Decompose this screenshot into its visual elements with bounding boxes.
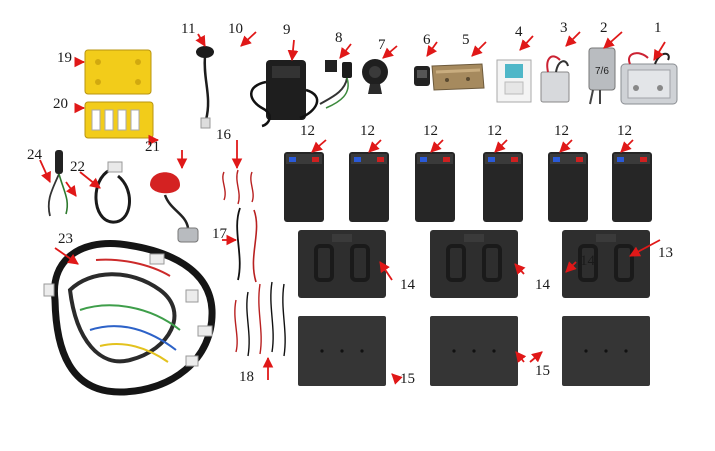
callout-15b: 15 xyxy=(535,363,550,379)
callout-arrow xyxy=(603,31,623,49)
fuse-holder-image xyxy=(47,150,69,217)
battery-lid-row xyxy=(298,316,650,386)
converter-image xyxy=(540,55,570,103)
callout-arrow xyxy=(515,351,527,363)
relay-image: 7/6 xyxy=(588,47,616,105)
charger-image xyxy=(250,60,319,128)
harness-loop-image xyxy=(94,161,131,224)
callout-12c: 12 xyxy=(423,123,438,139)
callout-arrow xyxy=(653,41,666,61)
callout-arrow xyxy=(287,39,299,62)
battery-row xyxy=(284,152,652,222)
callout-4: 4 xyxy=(515,24,523,40)
wiring-harness-image xyxy=(43,240,216,396)
callout-arrow xyxy=(311,139,327,153)
charge-port-image xyxy=(196,46,214,129)
callout-arrow xyxy=(620,139,634,153)
callout-arrow xyxy=(391,373,403,385)
red-terminal-image xyxy=(150,172,199,243)
battery-image xyxy=(349,152,389,222)
callout-arrow xyxy=(430,139,444,153)
callout-8: 8 xyxy=(335,30,343,46)
callout-arrow xyxy=(339,43,352,59)
callout-21: 21 xyxy=(145,139,160,155)
fuse-box-image xyxy=(84,49,152,95)
battery-image xyxy=(548,152,588,222)
callout-arrow xyxy=(629,239,661,257)
callout-15a: 15 xyxy=(400,371,415,387)
callout-1: 1 xyxy=(654,20,662,36)
battery-image xyxy=(415,152,455,222)
callout-7: 7 xyxy=(378,37,386,53)
controller-image xyxy=(620,52,678,105)
battery-tray-row xyxy=(298,230,650,298)
callout-arrow xyxy=(382,45,398,59)
battery-lid-image xyxy=(298,316,386,386)
callout-13: 13 xyxy=(658,245,673,261)
callout-19: 19 xyxy=(57,50,72,66)
bracket-image xyxy=(431,63,485,91)
battery-image xyxy=(483,152,523,222)
callout-3: 3 xyxy=(560,20,568,36)
callout-arrow xyxy=(426,41,438,57)
arrow-layer xyxy=(39,31,666,385)
battery-tray-image xyxy=(430,230,518,298)
breaker-image xyxy=(496,59,532,103)
callout-16: 16 xyxy=(216,127,231,143)
callout-arrow xyxy=(494,139,508,153)
black-wire-image xyxy=(236,207,258,283)
callout-14a: 14 xyxy=(400,277,415,293)
battery-lid-image xyxy=(562,316,650,386)
battery-image xyxy=(612,152,652,222)
callout-9: 9 xyxy=(283,22,291,38)
callout-24: 24 xyxy=(27,147,42,163)
callout-12d: 12 xyxy=(487,123,502,139)
callout-arrow xyxy=(565,31,581,47)
svg-text:7/6: 7/6 xyxy=(595,66,609,77)
callout-17: 17 xyxy=(212,226,227,242)
callout-arrow xyxy=(471,41,487,57)
callout-10: 10 xyxy=(228,21,243,37)
callout-arrow xyxy=(559,139,573,153)
horn-image xyxy=(362,59,388,94)
callout-5: 5 xyxy=(462,32,470,48)
callout-arrow xyxy=(39,159,51,183)
short-wires-image xyxy=(234,281,286,357)
callout-12f: 12 xyxy=(617,123,632,139)
callout-arrow xyxy=(195,33,206,47)
callout-arrow xyxy=(54,247,79,265)
callout-arrow xyxy=(529,351,543,363)
callout-14b: 14 xyxy=(535,277,550,293)
callout-12b: 12 xyxy=(360,123,375,139)
callout-14c: 14 xyxy=(580,253,595,269)
callout-arrow xyxy=(79,171,101,189)
callout-arrow xyxy=(519,35,534,51)
battery-image xyxy=(284,152,324,222)
callout-22: 22 xyxy=(70,159,85,175)
callout-6: 6 xyxy=(423,32,431,48)
callout-arrow xyxy=(379,261,393,281)
key-switch-image xyxy=(319,60,352,109)
battery-lid-image xyxy=(430,316,518,386)
callout-arrow xyxy=(240,31,257,47)
fuse-block-image xyxy=(84,101,154,139)
callout-12a: 12 xyxy=(300,123,315,139)
switch-image xyxy=(414,66,430,86)
battery-tray-image xyxy=(298,230,386,298)
callout-11: 11 xyxy=(181,21,196,37)
callout-20: 20 xyxy=(53,96,68,112)
battery-tray-image xyxy=(562,230,650,298)
callout-2: 2 xyxy=(600,20,608,36)
callout-arrow xyxy=(368,139,382,153)
red-wire-image xyxy=(222,169,254,205)
callout-arrow xyxy=(514,263,526,275)
callout-arrow xyxy=(65,181,77,197)
callout-18: 18 xyxy=(239,369,254,385)
callout-arrow xyxy=(565,261,577,273)
callout-23: 23 xyxy=(58,231,73,247)
callout-12e: 12 xyxy=(554,123,569,139)
